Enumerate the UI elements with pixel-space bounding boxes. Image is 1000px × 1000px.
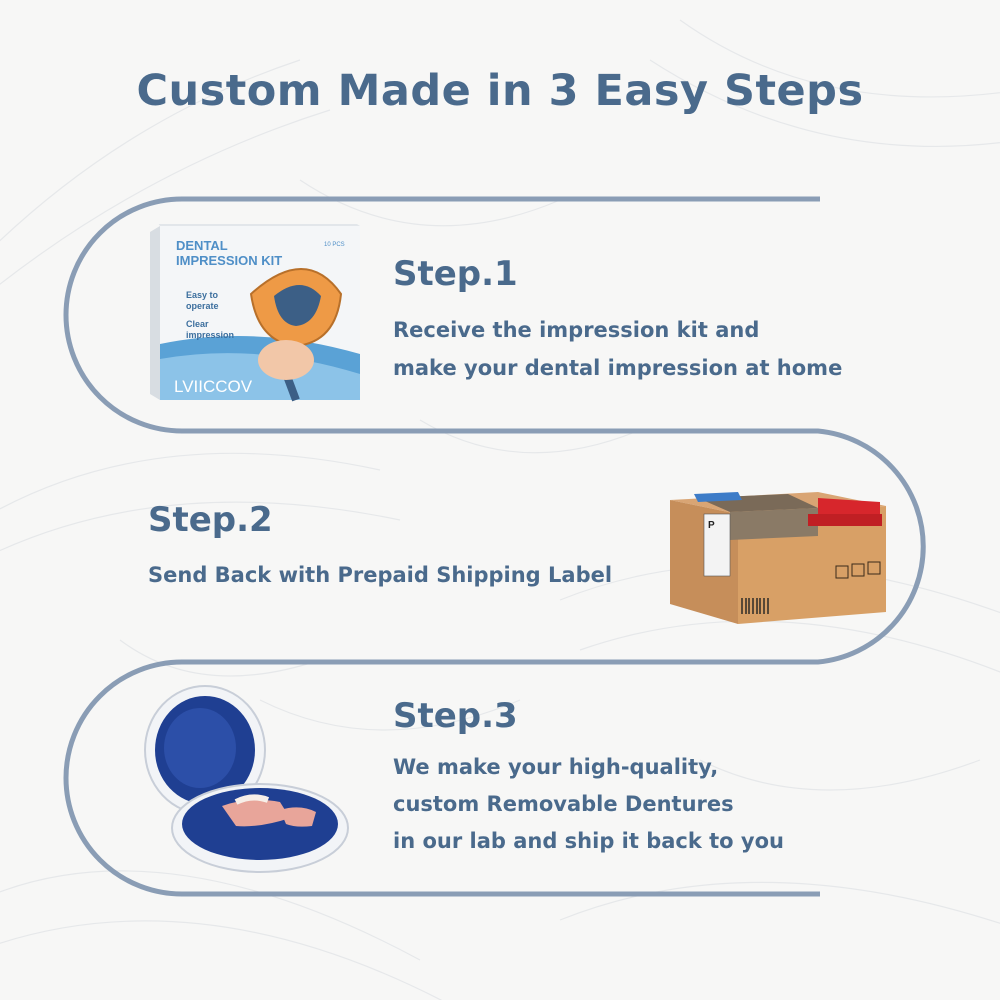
page-title: Custom Made in 3 Easy Steps xyxy=(136,66,864,116)
kit-box-title-line2: IMPRESSION KIT xyxy=(176,253,282,268)
kit-box-count: 10 PCS xyxy=(324,242,345,248)
shipping-box-image: P xyxy=(670,492,886,624)
impression-kit-box-image: DENTAL IMPRESSION KIT 10 PCS Easy to ope… xyxy=(150,224,360,402)
step3-description-line2: custom Removable Dentures xyxy=(393,792,734,816)
denture-case-image xyxy=(144,685,349,873)
step3-description-line3: in our lab and ship it back to you xyxy=(393,829,784,853)
kit-box-feature1-line1: Easy to xyxy=(186,290,219,300)
kit-box-title-line1: DENTAL xyxy=(176,238,228,253)
kit-box-feature2-line1: Clear xyxy=(186,319,209,329)
kit-box-feature1-line2: operate xyxy=(186,301,219,311)
step1-description-line1: Receive the impression kit and xyxy=(393,318,760,342)
step3-description-line1: We make your high-quality, xyxy=(393,755,719,779)
step2-description-line1: Send Back with Prepaid Shipping Label xyxy=(148,563,613,587)
step3-heading: Step.3 xyxy=(393,696,518,736)
kit-box-brand: LVIICCOV xyxy=(174,377,253,396)
step1-heading: Step.1 xyxy=(393,254,518,294)
shipping-label-letter: P xyxy=(708,520,715,531)
step1-description-line2: make your dental impression at home xyxy=(393,356,843,380)
step2-heading: Step.2 xyxy=(148,500,273,540)
kit-box-feature2-line2: impression xyxy=(186,330,234,340)
